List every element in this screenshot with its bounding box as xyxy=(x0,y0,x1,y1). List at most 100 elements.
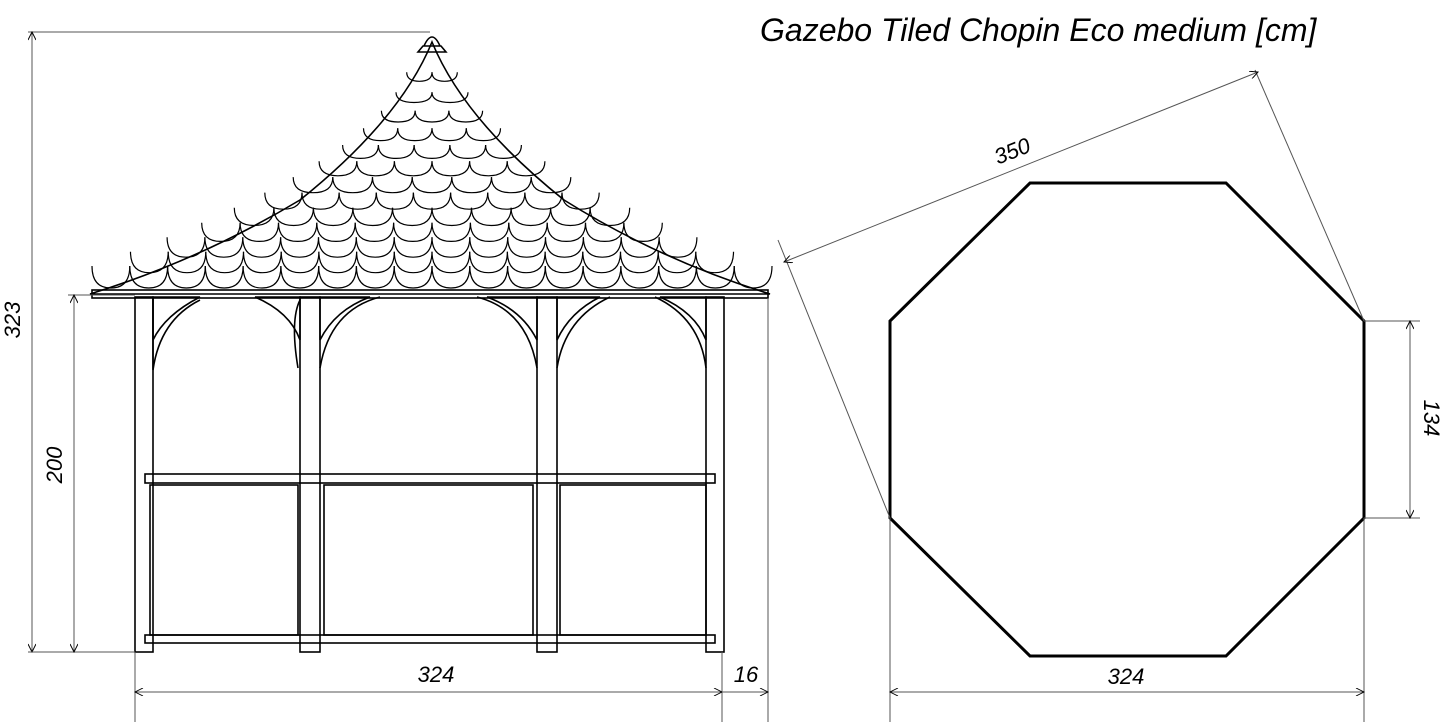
dim-side-length-label: 134 xyxy=(1419,400,1444,437)
roof-shingle xyxy=(544,251,584,274)
roof-shingle xyxy=(393,237,433,258)
roof-shingle xyxy=(204,237,244,258)
roof-shingle xyxy=(356,251,395,274)
roof-shingle xyxy=(530,177,572,194)
roof-shingle xyxy=(507,265,546,289)
roof-outline xyxy=(89,39,771,295)
roof-shingle xyxy=(589,207,631,227)
roof-shingle xyxy=(451,177,493,194)
roof-shingle xyxy=(450,192,489,210)
lattice-panel-right xyxy=(559,484,707,636)
dim-side-length: 134 xyxy=(1364,321,1444,518)
roof-shingle xyxy=(167,251,207,274)
roof-shingle xyxy=(623,222,663,243)
roof-shingle xyxy=(584,222,625,243)
roof-shingle xyxy=(332,177,374,194)
roof-shingle xyxy=(356,161,395,177)
roof-shingle xyxy=(233,207,275,227)
roof-shingle xyxy=(355,237,395,258)
roof-shingle xyxy=(167,265,206,289)
roof-shingle xyxy=(658,265,697,289)
roof-shingle xyxy=(546,222,587,243)
roof-shingle xyxy=(449,144,487,160)
roof-shingle xyxy=(91,265,131,289)
roof-shingle xyxy=(506,161,546,177)
roof-shingle xyxy=(561,192,600,210)
roof-shingle xyxy=(338,192,377,210)
roof-shingle xyxy=(362,128,399,142)
bottom-rail xyxy=(144,634,716,644)
roof-shingle xyxy=(431,265,471,289)
roof-shingle xyxy=(510,207,552,227)
roof-shingle xyxy=(280,251,320,274)
roof-shingle xyxy=(391,207,433,227)
roof-shingle xyxy=(431,128,467,142)
roof-shingle xyxy=(619,251,659,274)
roof-shingle xyxy=(377,144,415,160)
roof-shingle xyxy=(413,144,451,160)
dim-total-height-label: 323 xyxy=(0,301,25,338)
roof-shingle xyxy=(239,222,280,243)
roof-shingle xyxy=(342,144,379,160)
lattice-panel-center xyxy=(323,484,534,636)
roof-shingle xyxy=(414,110,450,123)
roof-shingle xyxy=(544,237,584,258)
roof-shingle xyxy=(242,265,282,289)
gazebo-plan: 350 134 324 xyxy=(777,69,1444,722)
roof-shingle xyxy=(395,92,433,104)
gazebo-elevation: 323 200 324 16 xyxy=(0,32,773,722)
roof-shingle xyxy=(695,251,735,274)
roof-shingle xyxy=(431,251,471,274)
roof-shingle xyxy=(733,265,773,289)
roof-shingle xyxy=(393,251,433,274)
roof-shingle xyxy=(448,110,484,123)
roof-shingle xyxy=(273,207,314,227)
roof-shingle xyxy=(469,237,509,258)
roof-shingle xyxy=(544,265,584,289)
roof-shingle xyxy=(129,251,169,274)
roof-shingle xyxy=(393,265,433,289)
roof-shingle xyxy=(508,222,548,243)
dim-overhang-label: 16 xyxy=(734,662,759,687)
roof-shingle xyxy=(393,161,433,177)
roof-shingle xyxy=(431,92,469,104)
roof-shingle xyxy=(469,265,509,289)
dim-front-width: 324 16 xyxy=(135,298,768,722)
roof-shingle xyxy=(201,222,241,243)
dim-wall-height: 200 xyxy=(28,295,135,652)
roof-shingle xyxy=(355,265,395,289)
roof-shingle xyxy=(657,251,697,274)
roof-shingle xyxy=(490,177,532,194)
dim-plan-width-label: 324 xyxy=(1108,664,1145,689)
mid-rail xyxy=(144,473,716,484)
roof-shingle xyxy=(524,192,563,210)
roof-shingle xyxy=(412,192,452,210)
roof-shingle xyxy=(280,237,320,258)
roof-shingle xyxy=(292,177,334,194)
roof-shingle xyxy=(406,72,433,82)
roof-shingle xyxy=(301,192,340,210)
roof-shingle xyxy=(204,265,244,289)
dim-total-height: 323 xyxy=(0,32,430,652)
roof-shingle xyxy=(470,207,512,227)
octagon-outline xyxy=(888,181,1366,658)
upper-bracing xyxy=(152,296,707,371)
roof-shingle xyxy=(550,207,591,227)
roof-shingle xyxy=(431,222,471,243)
roof-shingle xyxy=(695,265,735,289)
roof-shingle xyxy=(129,265,169,289)
roof-shingle xyxy=(166,237,206,258)
roof-shingle xyxy=(582,237,622,258)
roof-shingle xyxy=(469,251,508,274)
roof-shingle xyxy=(658,237,698,258)
roof-shingle xyxy=(582,251,622,274)
dim-front-width-label: 324 xyxy=(418,662,455,687)
roof-shingle xyxy=(469,222,510,243)
roof-shingle xyxy=(280,265,320,289)
lattice-panel-left xyxy=(149,484,299,636)
roof-shingle xyxy=(506,251,546,274)
roof-shingle xyxy=(242,237,282,258)
roof-tiles xyxy=(91,72,773,289)
roof-shingle xyxy=(431,161,471,177)
